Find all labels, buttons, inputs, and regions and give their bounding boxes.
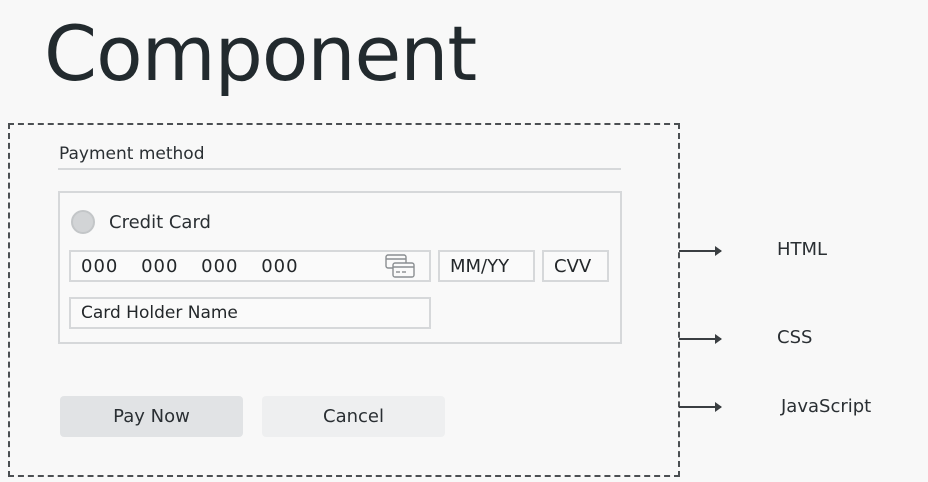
pay-now-button[interactable]: Pay Now — [60, 396, 243, 437]
card-number-field[interactable]: 000 000 000 000 — [69, 250, 431, 282]
section-divider — [58, 168, 621, 170]
card-number-value: 000 000 000 000 — [81, 255, 299, 277]
cancel-button[interactable]: Cancel — [262, 396, 445, 437]
cvv-field[interactable]: CVV — [542, 250, 609, 282]
section-title: Payment method — [59, 144, 205, 164]
credit-card-icon — [385, 254, 415, 278]
credit-card-radio[interactable] — [71, 210, 95, 234]
css-arrow — [679, 334, 722, 344]
credit-card-label: Credit Card — [109, 212, 211, 233]
card-holder-field[interactable]: Card Holder Name — [69, 297, 431, 329]
html-label: HTML — [777, 239, 828, 260]
expiry-field[interactable]: MM/YY — [438, 250, 535, 282]
expiry-placeholder: MM/YY — [450, 255, 510, 277]
slide-title: Component — [44, 9, 477, 98]
component-frame — [8, 123, 680, 477]
javascript-label: JavaScript — [781, 396, 872, 417]
cvv-placeholder: CVV — [554, 255, 592, 277]
javascript-arrow — [679, 402, 722, 412]
html-arrow — [679, 246, 722, 256]
css-label: CSS — [777, 327, 813, 348]
card-holder-placeholder: Card Holder Name — [81, 303, 238, 323]
